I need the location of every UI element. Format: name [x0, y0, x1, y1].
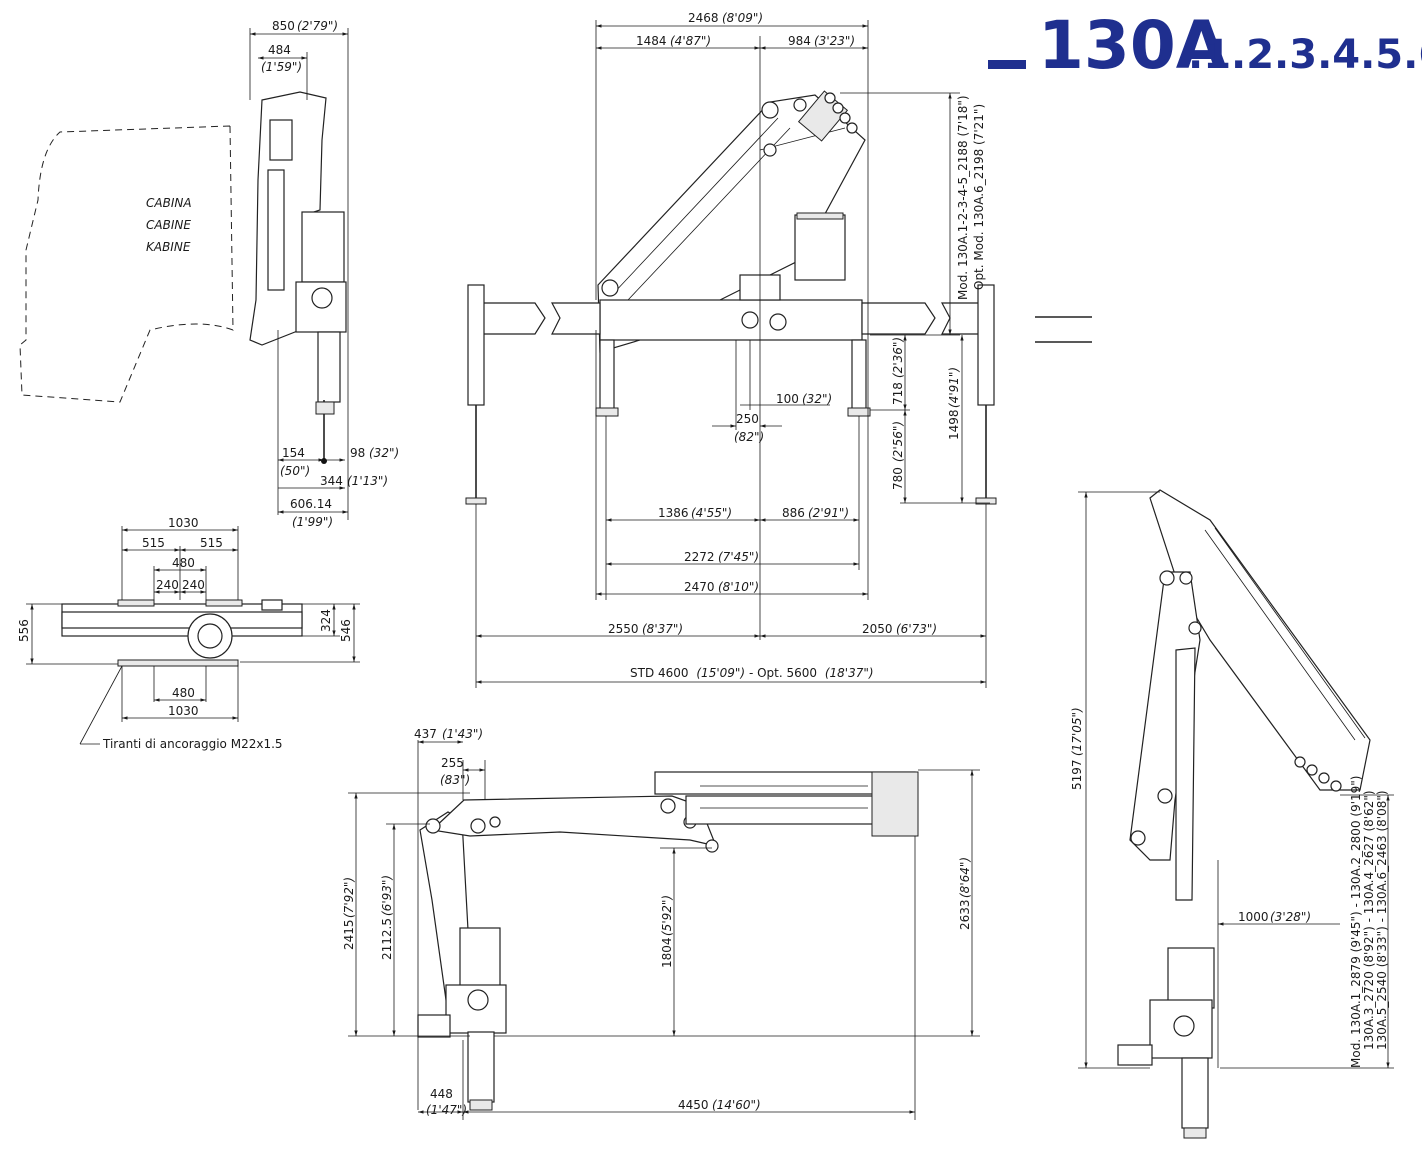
dim-240-a: 240	[156, 578, 179, 592]
dim-886: 886	[782, 506, 805, 520]
title-main: 130A	[1038, 7, 1227, 84]
dim-255-in: (83")	[440, 773, 470, 787]
dim-2468: 2468	[688, 11, 719, 25]
dim-780-in: (2'56")	[891, 421, 905, 462]
dim-2470: 2470	[684, 580, 715, 594]
raised-boom-head	[1294, 756, 1342, 792]
dim-886-in: (2'91")	[808, 506, 849, 520]
dim-984: 984	[788, 34, 811, 48]
mod-line-1: Mod. 130A.1_2879 (9'45") - 130A.2_2800 (…	[1349, 776, 1363, 1068]
dim-2050: 2050	[862, 622, 893, 636]
dim-1030-bot: 1030	[168, 704, 199, 718]
dim-718: 718	[891, 382, 905, 405]
dim-448: 448	[430, 1087, 453, 1101]
dim-2550: 2550	[608, 622, 639, 636]
std-4600-in: (15'09")	[696, 666, 745, 680]
dim-5197-in: (17'05")	[1070, 707, 1084, 756]
dim-2468-in: (8'09")	[722, 11, 763, 25]
boom-head	[797, 90, 858, 142]
dim-154-in: (50")	[280, 464, 310, 478]
dim-250-in: (82")	[734, 430, 764, 444]
dim-255: 255	[441, 756, 464, 770]
dim-437: 437	[414, 727, 437, 741]
dim-515-a: 515	[142, 536, 165, 550]
dim-2633: 2633	[958, 899, 972, 930]
dim-2272: 2272	[684, 550, 715, 564]
cab-label-de: KABINE	[146, 240, 191, 254]
dim-98: 98	[350, 446, 365, 460]
dim-850: 850	[272, 19, 295, 33]
dim-1484-in: (4'87")	[670, 34, 711, 48]
dim-1386-in: (4'55")	[691, 506, 732, 520]
dim-1498: 1498	[947, 409, 961, 440]
dim-1000-in: (3'28")	[1270, 910, 1311, 924]
title-sub: .1.2.3.4.5.6	[1188, 32, 1422, 78]
dim-2550-in: (8'37")	[642, 622, 683, 636]
dim-480-bot: 480	[172, 686, 195, 700]
dim-2415: 2415	[342, 919, 356, 950]
opt-5600: - Opt. 5600	[749, 666, 817, 680]
model-title: 130A .1.2.3.4.5.6	[988, 7, 1422, 84]
base-plan: 1030 515 515 480 240 240 556 324 546 480…	[17, 516, 360, 751]
cab-label-it: CABINA	[146, 196, 192, 210]
raised-view: 5197 (17'05") 1000 (3'28") Mod. 130A.1_2…	[1070, 489, 1394, 1139]
dim-480-top: 480	[172, 556, 195, 570]
dim-484-in: (1'59")	[261, 60, 302, 74]
dim-2415-in: (7'92")	[342, 877, 356, 918]
dim-448-in: (1'47")	[426, 1103, 467, 1117]
dim-606: 606.14	[290, 497, 332, 511]
front-view: 2468 (8'09") 1484 (4'87") 984 (3'23") Mo…	[465, 11, 1092, 688]
dim-1030-top: 1030	[168, 516, 199, 530]
dim-98-in: (32")	[369, 446, 399, 460]
dim-240-b: 240	[182, 578, 205, 592]
dim-2272-in: (7'45")	[718, 550, 759, 564]
dim-484: 484	[268, 43, 291, 57]
dim-250: 250	[736, 412, 759, 426]
mod-line-2: 130A.3_2720 (8'92") - 130A.4_2627 (8'62"…	[1362, 790, 1376, 1050]
dim-718-in: (2'36")	[891, 337, 905, 378]
height-label-1: Mod. 130A.1-2-3-4-5_2188 (7'18")	[956, 95, 970, 300]
dim-344: 344	[320, 474, 343, 488]
cab-outline: CABINA CABINE KABINE	[19, 125, 234, 403]
dim-2633-in: (8'64")	[958, 857, 972, 898]
dim-1484: 1484	[636, 34, 667, 48]
dim-546: 546	[339, 619, 353, 642]
dim-5197: 5197	[1070, 759, 1084, 790]
dim-984-in: (3'23")	[814, 34, 855, 48]
dim-154: 154	[282, 446, 305, 460]
dim-4450: 4450	[678, 1098, 709, 1112]
dim-1498-in: (4'91")	[947, 367, 961, 408]
dim-2112: 2112.5	[380, 918, 394, 960]
dim-780: 780	[891, 467, 905, 490]
dim-344-in: (1'13")	[347, 474, 388, 488]
dim-100: 100	[776, 392, 799, 406]
dim-1804-in: (5'92")	[660, 895, 674, 936]
dim-324: 324	[319, 609, 333, 632]
dim-515-b: 515	[200, 536, 223, 550]
anchor-note: Tiranti di ancoraggio M22x1.5	[102, 737, 283, 751]
mod-line-3: 130A.5_2540 (8'33") - 130A.6_2463 (8'08"…	[1375, 790, 1389, 1050]
dim-1804: 1804	[660, 937, 674, 968]
extended-view: 437 (1'43") 255 (83") 2415 (7'92") 2112.…	[342, 727, 980, 1120]
dim-1386: 1386	[658, 506, 689, 520]
side-view: 850 (2'79") 484 (1'59") 154 (50") 98 (32…	[249, 19, 399, 529]
dim-2470-in: (8'10")	[718, 580, 759, 594]
dim-850-in: (2'79")	[297, 19, 338, 33]
opt-5600-in: (18'37")	[825, 666, 874, 680]
dim-stroke-total: STD 4600 (15'09") - Opt. 5600 (18'37")	[630, 666, 874, 680]
dim-4450-in: (14'60")	[712, 1098, 761, 1112]
dim-556: 556	[17, 619, 31, 642]
dim-606-in: (1'99")	[292, 515, 333, 529]
height-label-2: Opt. Mod. 130A.6_2198 (7'21")	[972, 104, 986, 290]
dim-2050-in: (6'73")	[896, 622, 937, 636]
dim-100-in: (32")	[802, 392, 832, 406]
cab-label-fr: CABINE	[146, 218, 191, 232]
dim-2112-in: (6'93")	[380, 875, 394, 916]
dim-1000: 1000	[1238, 910, 1269, 924]
title-underscore	[988, 60, 1026, 69]
std-4600: STD 4600	[630, 666, 689, 680]
dim-437-in: (1'43")	[442, 727, 483, 741]
